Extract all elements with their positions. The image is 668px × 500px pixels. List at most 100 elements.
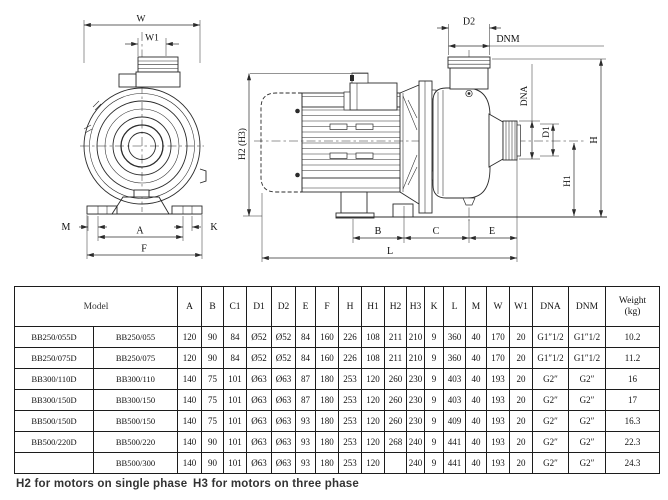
dim-value-cell: 403 [443,389,466,411]
dim-header-cell: DNA [532,286,569,327]
dim-value-cell: 84 [295,347,316,369]
dim-value-cell: Ø63 [271,452,296,474]
dim-value-cell: 253 [338,410,362,432]
dim-value-cell: G2″ [532,431,569,453]
note-three-phase: H3 for motors on three phase [193,478,359,490]
dim-value-cell: 101 [223,452,247,474]
dim-value-cell: 260 [384,389,407,411]
dim-value-cell: Ø63 [246,410,272,432]
dim-value-cell: Ø63 [246,452,272,474]
dim-value-cell: 260 [384,368,407,390]
dim-header-cell: H3 [406,286,425,327]
dim-value-cell: Ø52 [271,326,296,348]
dim-value-cell: 90 [201,347,224,369]
model-single-cell: BB500/220D [14,431,94,453]
front-view-linework [80,32,207,215]
weight-cell: 16.3 [605,410,660,432]
dim-value-cell: 108 [361,326,385,348]
dim-value-cell: 268 [384,431,407,453]
dim-value-cell: 120 [361,410,385,432]
dim-value-cell: 87 [295,368,316,390]
dim-value-cell: 90 [201,326,224,348]
dim-value-cell: 40 [465,389,487,411]
model-header-cell: Model [14,286,178,327]
dim-value-cell: 211 [384,326,407,348]
dim-value-cell: 240 [406,452,425,474]
dim-value-cell: 160 [315,326,339,348]
dim-header-cell: F [315,286,339,327]
dim-value-cell: 210 [406,347,425,369]
dim-value-cell: 40 [465,431,487,453]
weight-header-line2: (kg) [624,306,641,317]
dim-value-cell: 90 [201,431,224,453]
dim-header-cell: H1 [361,286,385,327]
dim-header-cell: D1 [246,286,272,327]
dim-value-cell: G2″ [532,368,569,390]
dim-value-cell: G2″ [532,389,569,411]
dim-label-h: H [589,136,600,143]
dim-value-cell: 9 [424,431,444,453]
dim-value-cell: 120 [177,326,202,348]
dim-value-cell: Ø63 [246,431,272,453]
dim-value-cell: 441 [443,452,466,474]
dim-value-cell: 253 [338,389,362,411]
dim-value-cell: 193 [486,452,510,474]
dim-value-cell: 193 [486,389,510,411]
dim-value-cell: 160 [315,347,339,369]
dim-value-cell: 20 [509,389,533,411]
dim-label-h1: H1 [563,175,573,187]
dim-label-k: K [210,222,218,233]
dim-header-cell: L [443,286,466,327]
dim-value-cell: G2″ [532,410,569,432]
dim-label-c: C [433,226,440,237]
dim-value-cell: 253 [338,368,362,390]
dim-value-cell: 193 [486,410,510,432]
dim-value-cell: 140 [177,368,202,390]
dim-value-cell: 40 [465,347,487,369]
dim-header-cell: C1 [223,286,247,327]
dim-value-cell: 140 [177,452,202,474]
dim-value-cell: Ø63 [271,431,296,453]
dim-value-cell: 120 [361,431,385,453]
dim-value-cell: G1″1/2 [568,347,606,369]
dim-value-cell: 120 [361,368,385,390]
dim-label-h2-h3: H2 (H3) [237,128,248,160]
dim-label-d1: D1 [542,126,552,138]
dim-label-l: L [387,246,393,257]
pump-front-view-drawing: W W1 M K A F [62,15,218,259]
dim-label-dna: DNA [520,86,530,107]
dim-value-cell: 180 [315,410,339,432]
model-single-cell: BB300/150D [14,389,94,411]
dim-value-cell: 108 [361,347,385,369]
dim-value-cell: 9 [424,326,444,348]
dim-value-cell: 170 [486,347,510,369]
dim-value-cell: G1″1/2 [568,326,606,348]
dim-value-cell: 101 [223,389,247,411]
dim-value-cell: 230 [406,368,425,390]
dim-value-cell: 9 [424,347,444,369]
side-view-dimensions: H2 (H3) D2 DNM H DNA D1 [237,17,606,262]
dim-value-cell: G2″ [568,389,606,411]
dim-value-cell: 140 [177,431,202,453]
weight-cell: 10.2 [605,326,660,348]
dim-header-cell: W1 [509,286,533,327]
dim-header-cell: A [177,286,202,327]
dim-header-cell: W [486,286,510,327]
dim-value-cell: 226 [338,326,362,348]
dim-header-cell: K [424,286,444,327]
dim-value-cell: 93 [295,410,316,432]
dim-value-cell: 230 [406,410,425,432]
dim-value-cell: 20 [509,326,533,348]
dim-value-cell: 260 [384,410,407,432]
dim-value-cell: 20 [509,368,533,390]
dim-value-cell: 20 [509,452,533,474]
